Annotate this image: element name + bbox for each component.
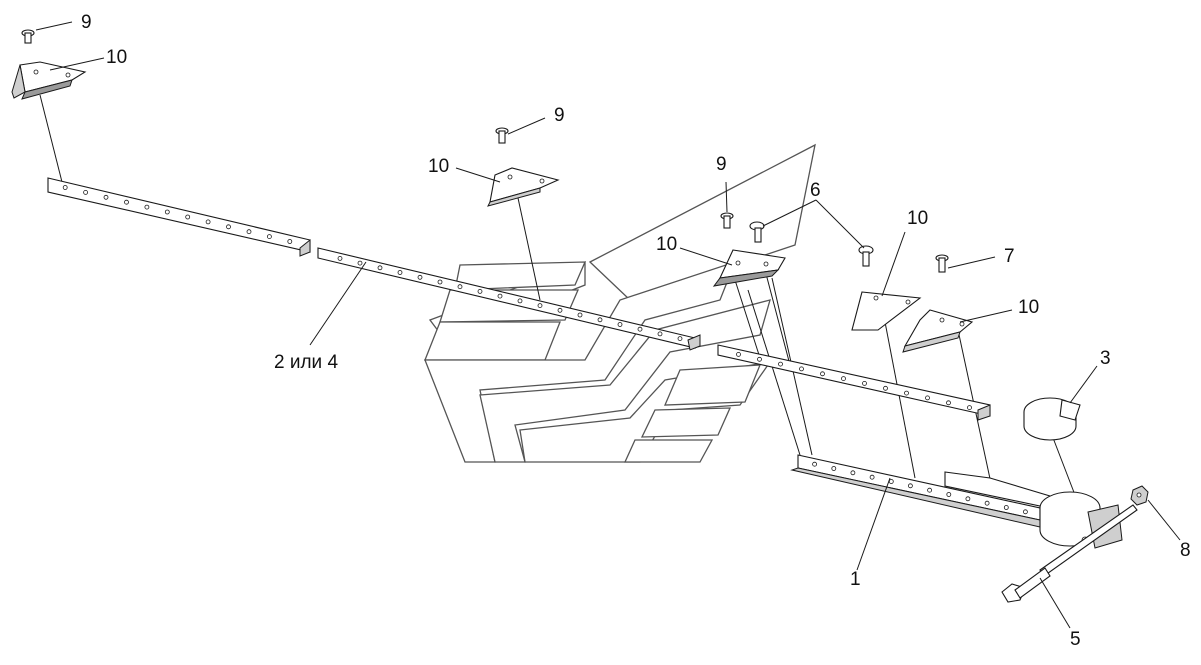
callout-leaders	[35, 21, 1181, 629]
bar-hole	[927, 487, 932, 493]
bolt-6-right	[858, 245, 874, 267]
callout-labels: 9 10 9 10 9 6 10 10 7 10 3 2 или 4 8 1 5	[81, 12, 1191, 650]
bar-holes	[62, 185, 1028, 515]
bar-hole	[226, 224, 231, 230]
bar-hole	[850, 470, 856, 476]
bar-hole	[457, 284, 463, 290]
bar-hole	[164, 209, 170, 215]
bar-hole	[557, 307, 563, 313]
bolt-7	[935, 254, 949, 273]
bar-hole	[984, 500, 990, 506]
bar-hole	[597, 317, 603, 323]
bar-hole	[577, 312, 583, 318]
callout-7: 7	[1004, 246, 1015, 267]
bar-hole	[757, 356, 762, 362]
bar-hole	[497, 293, 503, 299]
bar-hole	[617, 322, 623, 327]
nut-8	[1130, 485, 1149, 506]
callout-8: 8	[1180, 540, 1191, 561]
bar-hole	[83, 189, 88, 195]
callout-1: 1	[850, 569, 861, 590]
plate-10-center	[712, 249, 786, 287]
bar-2-or-4	[317, 247, 701, 351]
callout-5: 5	[1070, 629, 1081, 650]
bolt-9-middle	[495, 127, 509, 144]
bar-hole	[657, 331, 663, 337]
clamp-ring-3	[1023, 397, 1081, 441]
bar-hole	[266, 234, 272, 240]
bar-hole	[337, 255, 343, 261]
callout-3: 3	[1100, 348, 1111, 369]
bar-hole	[869, 474, 875, 480]
plate-10-right-b	[902, 309, 974, 353]
bar-hole	[144, 204, 150, 210]
bar-hole	[862, 380, 867, 386]
bar-hole	[377, 265, 383, 271]
bar-hole	[677, 336, 683, 342]
bar-hole	[908, 483, 913, 489]
bar-hole	[820, 371, 825, 377]
bar-hole	[477, 288, 483, 294]
plate-10-middle	[487, 167, 560, 207]
bar-hole	[967, 405, 972, 411]
bar-hole	[205, 219, 211, 225]
bar-hole	[62, 185, 68, 190]
bar-hole	[831, 466, 837, 471]
bar-hole	[357, 260, 363, 266]
plate-10-right-a	[851, 291, 922, 331]
callout-10-middle: 10	[428, 156, 449, 177]
callout-2-or-4: 2 или 4	[274, 352, 338, 373]
bar-hole	[946, 492, 952, 497]
bar-hole	[246, 229, 252, 235]
bar-right	[717, 344, 991, 421]
bar-hole	[841, 376, 846, 382]
beam-1	[790, 454, 1052, 528]
callout-9-right: 9	[716, 154, 727, 175]
bar-hole	[517, 298, 523, 304]
bolt-5	[1001, 504, 1138, 603]
bolt-9-right	[720, 212, 734, 229]
bar-hole	[637, 326, 643, 332]
bar-hole	[888, 479, 894, 484]
bar-hole	[287, 239, 293, 244]
bar-hole	[397, 270, 403, 275]
bar-hole	[185, 214, 191, 220]
bar-hole	[736, 351, 741, 357]
bar-hole	[103, 194, 109, 200]
bar-hole	[437, 279, 443, 285]
callout-10-top-left: 10	[106, 47, 127, 68]
bar-hole	[965, 496, 971, 502]
bar-hole	[124, 199, 129, 205]
watermark-logo	[424, 143, 816, 463]
bar-left	[47, 177, 311, 257]
bar-hole	[883, 385, 888, 391]
bar-hole	[1023, 509, 1028, 515]
bar-hole	[812, 461, 817, 467]
bar-hole	[946, 400, 951, 406]
bolt-9-top-left	[21, 29, 35, 44]
bar-hole	[778, 361, 783, 367]
bar-hole	[537, 303, 543, 309]
callout-9-top-left: 9	[81, 12, 92, 33]
callout-6: 6	[810, 180, 821, 201]
bar-hole	[904, 390, 909, 396]
bar-hole	[925, 395, 930, 401]
callout-9-middle: 9	[554, 105, 565, 126]
plate-10-top-left	[11, 61, 87, 100]
callout-10-center: 10	[656, 234, 677, 255]
callout-10-right-b: 10	[1018, 297, 1039, 318]
bar-hole	[799, 366, 804, 372]
callout-10-right-a: 10	[907, 208, 928, 229]
bar-hole	[1003, 505, 1009, 510]
bar-hole	[417, 274, 423, 280]
clamp-housing	[1039, 491, 1123, 549]
